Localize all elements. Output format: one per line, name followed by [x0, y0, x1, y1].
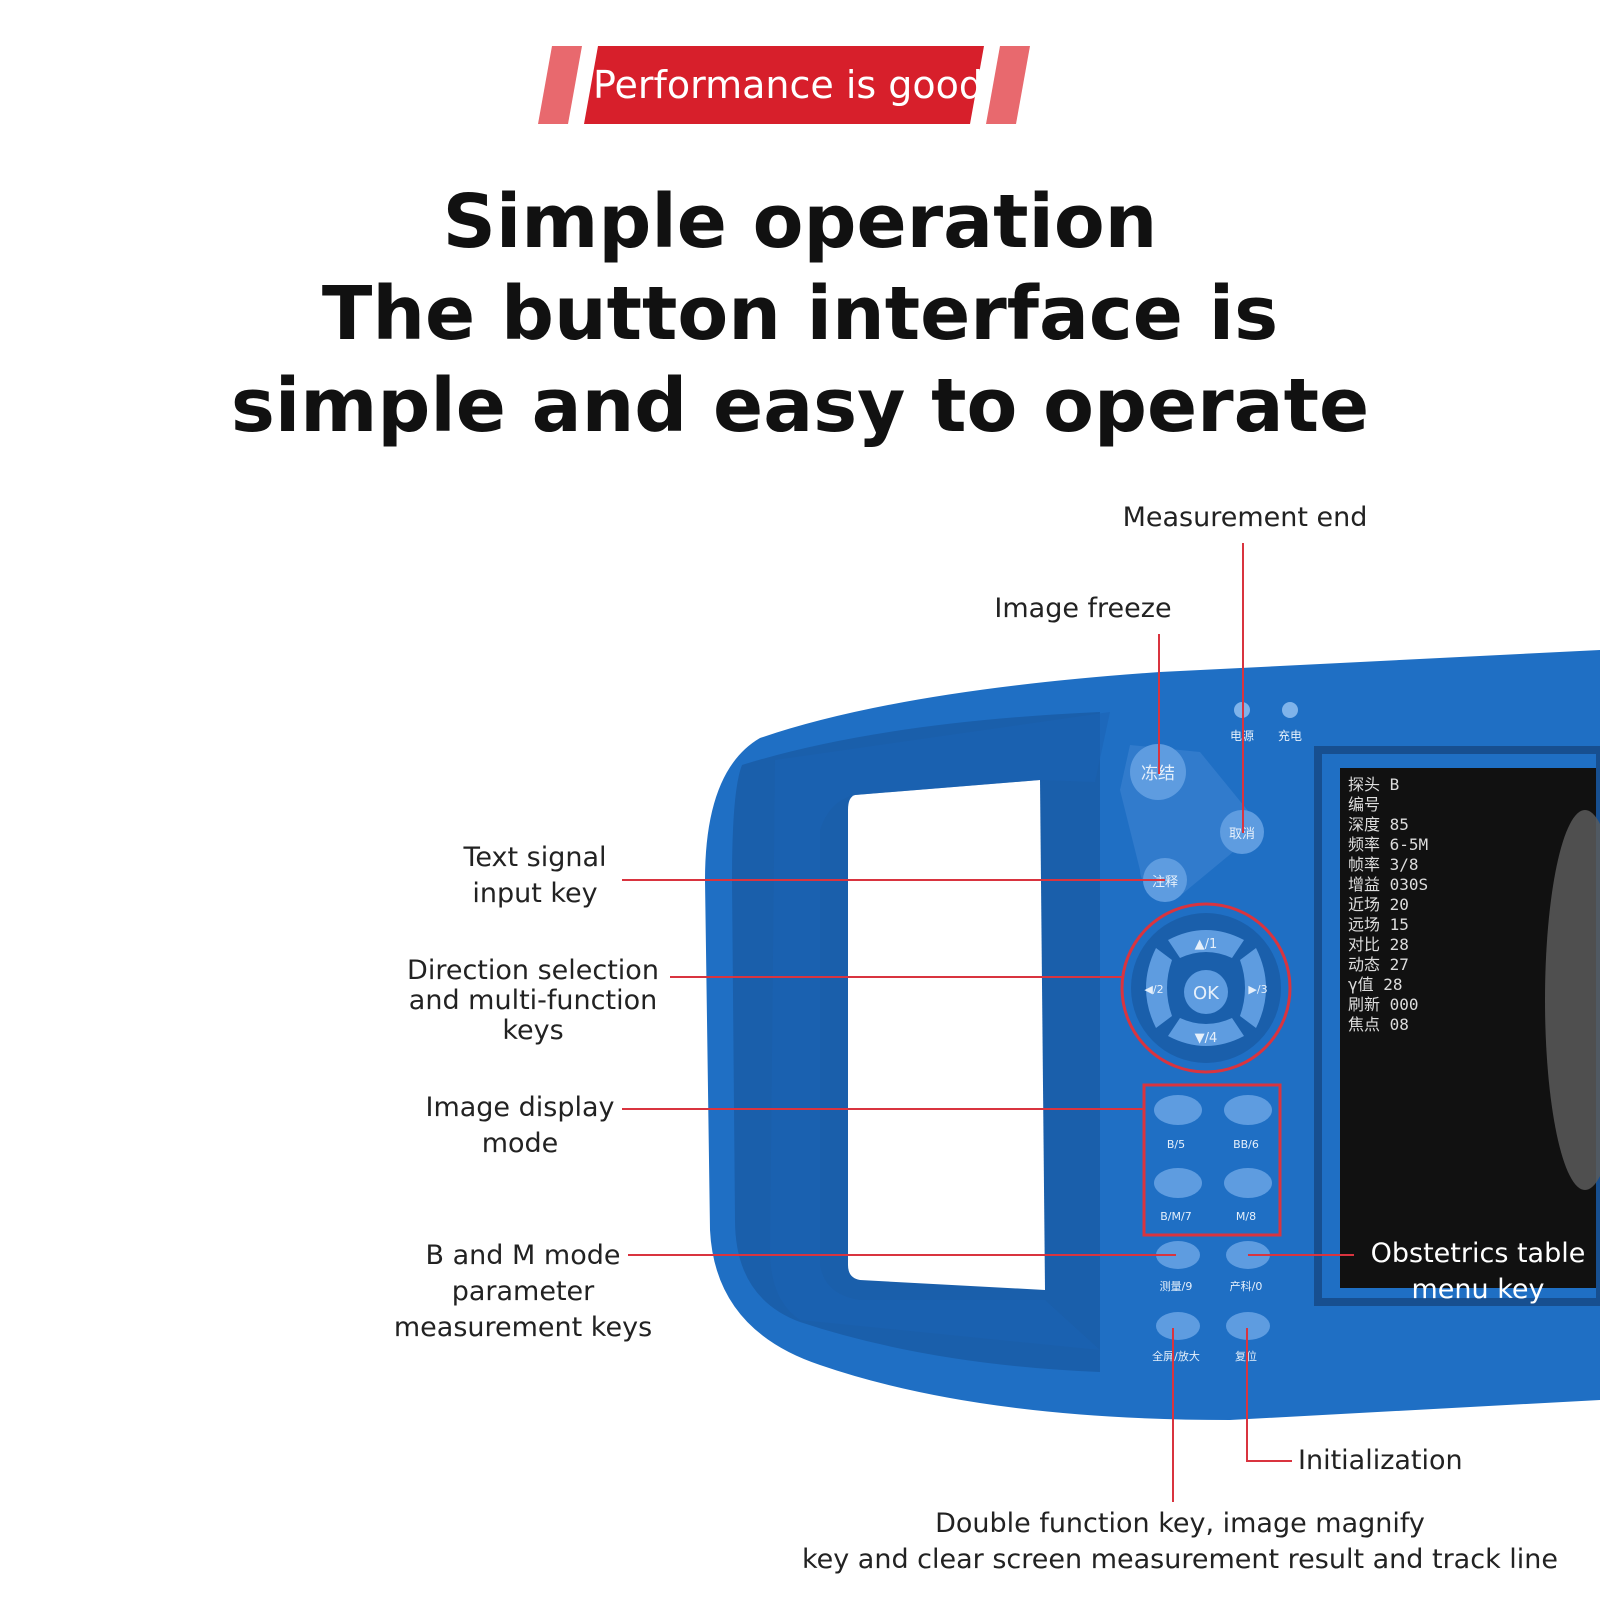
label-display-mode: Image display mode — [410, 1090, 630, 1162]
callout-line-direction — [670, 976, 1122, 978]
handle-bevel — [770, 712, 1110, 1350]
dpad-up-button[interactable]: ▲/1 — [1168, 930, 1244, 958]
label-initialization: Initialization — [1298, 1445, 1463, 1476]
label-obstetrics-line-1: Obstetrics table — [1370, 1238, 1586, 1269]
right-key-label: ▶/3 — [1248, 983, 1267, 996]
label-direction: Direction selection and multi-function k… — [402, 956, 664, 1046]
screen-line: 频率 6-5M — [1348, 835, 1428, 854]
m-key-label: M/8 — [1236, 1210, 1256, 1223]
dpad-right-button[interactable]: ▶/3 — [1240, 948, 1268, 1028]
headline-line-1: Simple operation — [442, 179, 1158, 265]
screen-line: 焦点 08 — [1348, 1015, 1409, 1034]
cancel-key-label: 取消 — [1229, 827, 1255, 842]
b-key-label: B/5 — [1167, 1138, 1185, 1151]
label-direction-line-3: keys — [502, 1015, 564, 1046]
screen-line: 增益 030S — [1348, 875, 1428, 894]
callout-line-obstetrics — [1248, 1254, 1354, 1256]
label-text-signal: Text signal input key — [430, 840, 640, 912]
dpad-highlight — [1120, 902, 1292, 1074]
screen-line: 帧率 3/8 — [1348, 855, 1419, 874]
down-key-label: ▼/4 — [1195, 1031, 1218, 1046]
banner-text: Performance is good — [592, 63, 984, 107]
m-mode-button[interactable]: M/8 — [1224, 1168, 1272, 1223]
screen-line: 深度 85 — [1348, 815, 1409, 834]
bm-mode-button[interactable]: B/M/7 — [1154, 1168, 1202, 1223]
ok-key-label: OK — [1193, 983, 1220, 1004]
text-key-label: 注释 — [1152, 875, 1178, 890]
bm-key-label: B/M/7 — [1160, 1210, 1191, 1223]
up-key-label: ▲/1 — [1195, 937, 1218, 952]
callout-line-init-h — [1246, 1460, 1292, 1462]
measure-button[interactable]: 测量/9 — [1156, 1241, 1200, 1293]
label-bm-line-1: B and M mode — [425, 1240, 621, 1271]
screen-line: 对比 28 — [1348, 935, 1409, 954]
label-direction-line-1: Direction selection — [407, 955, 659, 986]
bb-key-label: BB/6 — [1233, 1138, 1259, 1151]
label-image-freeze: Image freeze — [994, 593, 1172, 624]
charge-led-icon — [1282, 702, 1298, 718]
ok-button[interactable]: OK — [1184, 970, 1228, 1014]
label-bm-line-2: parameter — [451, 1276, 595, 1307]
dpad-down-button[interactable]: ▼/4 — [1168, 1018, 1244, 1046]
label-direction-line-2: and multi-function — [408, 985, 658, 1016]
label-bm: B and M mode parameter measurement keys — [388, 1238, 658, 1346]
screen-line: 刷新 000 — [1348, 995, 1419, 1014]
headline-line-3: simple and easy to operate — [230, 363, 1370, 449]
screen-line: 探头 B — [1348, 775, 1399, 794]
headline-line-2: The button interface is — [321, 271, 1279, 357]
screen-line: γ值 28 — [1348, 975, 1403, 994]
label-measurement-end: Measurement end — [1122, 502, 1368, 533]
label-display-mode-line-1: Image display — [425, 1092, 615, 1123]
dpad-left-button[interactable]: ◀/2 — [1144, 948, 1172, 1028]
label-display-mode-line-2: mode — [481, 1128, 559, 1159]
charge-led-label: 充电 — [1278, 728, 1302, 743]
callout-line-init-v — [1246, 1328, 1248, 1460]
label-bm-line-3: measurement keys — [393, 1312, 653, 1343]
screen-line: 编号 — [1348, 795, 1380, 814]
text-input-button[interactable]: 注释 — [1143, 858, 1187, 902]
label-text-signal-line-2: input key — [472, 878, 598, 909]
screen-line: 近场 20 — [1348, 895, 1409, 914]
callout-line-double — [1172, 1328, 1174, 1502]
label-double: Double function key, image magnify key a… — [780, 1506, 1580, 1578]
callout-line-text-signal — [622, 879, 1165, 881]
label-text-signal-line-1: Text signal — [463, 842, 607, 873]
left-key-label: ◀/2 — [1144, 983, 1163, 996]
b-mode-button[interactable]: B/5 — [1154, 1095, 1202, 1151]
double-function-button[interactable]: 全屏/放大 — [1152, 1312, 1200, 1363]
double-key-label: 全屏/放大 — [1152, 1349, 1200, 1363]
freeze-key-label: 冻结 — [1141, 764, 1175, 784]
screen-line: 远场 15 — [1348, 915, 1409, 934]
banner-shape — [538, 46, 1030, 124]
label-double-line-2: key and clear screen measurement result … — [801, 1544, 1559, 1575]
ultrasound-image — [1545, 810, 1600, 1190]
callout-line-bm — [628, 1254, 1176, 1256]
callout-line-image-freeze — [1158, 634, 1160, 774]
callout-line-display-mode — [622, 1108, 1144, 1110]
screen-bezel — [1314, 746, 1600, 1306]
measure-key-label: 测量/9 — [1160, 1280, 1193, 1293]
bb-mode-button[interactable]: BB/6 — [1224, 1095, 1272, 1151]
banner: Performance is good — [538, 46, 1038, 124]
display-mode-highlight — [1142, 1083, 1282, 1237]
label-double-line-1: Double function key, image magnify — [935, 1508, 1425, 1539]
screen-line: 动态 27 — [1348, 955, 1409, 974]
label-obstetrics-line-2: menu key — [1411, 1274, 1545, 1305]
callout-line-measurement-end — [1242, 543, 1244, 833]
label-obstetrics: Obstetrics table menu key — [1358, 1236, 1598, 1308]
obstetrics-key-label: 产科/0 — [1230, 1279, 1263, 1293]
handle-opening — [848, 780, 1045, 1290]
